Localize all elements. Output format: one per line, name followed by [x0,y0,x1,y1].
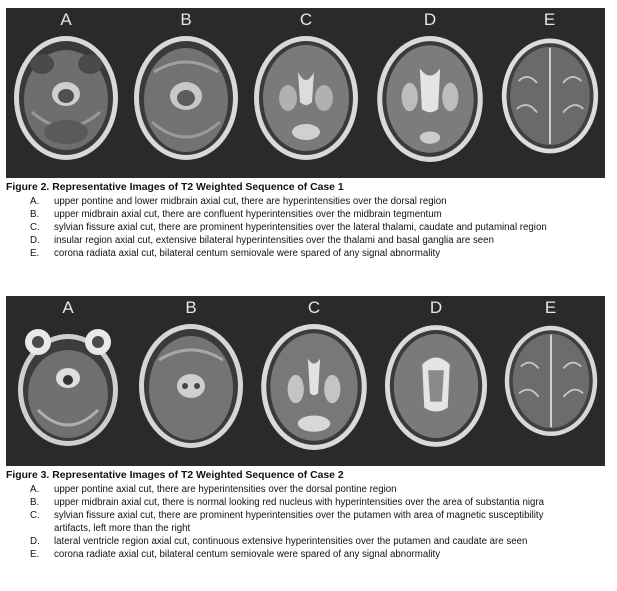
mri-panel-e: E [494,8,605,178]
panel-letter: A [60,10,72,29]
legend-item-letter: C. [30,510,40,521]
figure-legend-list: A. upper pontine and lower midbrain axial… [6,195,607,260]
legend-item-text: corona radiata axial cut, bilateral cent… [54,248,441,259]
figure-caption: Figure 2. Representative Images of T2 We… [6,182,344,193]
legend-item: A. upper pontine and lower midbrain axial… [6,195,564,208]
mri-panel-b: B [130,296,252,466]
legend-item-letter: E. [30,248,40,259]
mri-scan-image [134,36,238,160]
panel-letter: C [299,10,313,29]
legend-item-letter: C. [30,222,40,233]
mri-image-strip: A B [6,296,605,466]
mri-scan-image [384,325,488,447]
legend-item: E. corona radiate axial cut, bilateral ce… [6,548,564,561]
legend-item-letter: D. [30,536,40,547]
mri-scan-image [14,36,118,160]
mri-scan-image [501,38,598,154]
legend-item-text: insular region axial cut, extensive bila… [54,235,494,246]
mri-scan-image [261,324,367,450]
legend-item-letter: E. [30,549,40,560]
legend-item-letter: B. [30,497,40,508]
legend-item: C. sylvian fissure axial cut, there are p… [6,221,564,234]
mri-panel-a: A [6,8,126,178]
legend-item-text: upper pontine and lower midbrain axial c… [54,196,447,207]
legend-item: A. upper pontine axial cut, there are hyp… [6,483,564,496]
mri-panel-c: C [246,8,366,178]
panel-letter: D [429,298,443,317]
legend-item-text: lateral ventricle region axial cut, cont… [54,536,528,547]
legend-item-text: upper pontine axial cut, there are hyper… [54,484,397,495]
legend-item-letter: A. [30,196,40,207]
legend-item: D. insular region axial cut, extensive bi… [6,234,564,247]
mri-panel-b: B [126,8,246,178]
legend-item-text: upper midbrain axial cut, there are conf… [54,209,442,220]
panel-letter: A [62,298,74,317]
mri-image-strip: A B [6,8,605,178]
mri-panel-a: A [6,296,130,466]
legend-item-text: upper midbrain axial cut, there is norma… [54,497,545,508]
legend-item: D. lateral ventricle region axial cut, co… [6,535,564,548]
mri-scan-image [139,324,243,448]
panel-letter: E [543,10,556,29]
panel-letter: D [423,10,437,29]
legend-item: B. upper midbrain axial cut, there is nor… [6,496,564,509]
legend-item-text: corona radiate axial cut, bilateral cent… [54,549,441,560]
panel-letter: E [544,298,557,317]
legend-item-letter: A. [30,484,40,495]
legend-item: C. sylvian fissure axial cut, there are p… [6,509,564,535]
mri-scan-image [504,325,597,436]
legend-item-letter: D. [30,235,40,246]
figure-2: A B [6,8,607,260]
mri-scan-image [254,36,358,160]
mri-panel-d: D [366,8,494,178]
legend-item: B. upper midbrain axial cut, there are co… [6,208,564,221]
mri-panel-d: D [376,296,496,466]
mri-scan-image [18,329,118,446]
legend-item-letter: B. [30,209,40,220]
legend-item-text: sylvian fissure axial cut, there are pro… [54,510,544,534]
legend-item-text: sylvian fissure axial cut, there are pro… [54,222,547,233]
mri-scan-image [377,36,483,162]
mri-panel-e: E [496,296,605,466]
figure-legend-list: A. upper pontine axial cut, there are hyp… [6,483,607,561]
panel-letter: C [307,298,321,317]
figure-caption: Figure 3. Representative Images of T2 We… [6,470,344,481]
panel-letter: B [180,10,192,29]
legend-item: E. corona radiata axial cut, bilateral ce… [6,247,564,260]
figure-3: A B [6,296,607,561]
mri-panel-c: C [252,296,376,466]
panel-letter: B [185,298,197,317]
